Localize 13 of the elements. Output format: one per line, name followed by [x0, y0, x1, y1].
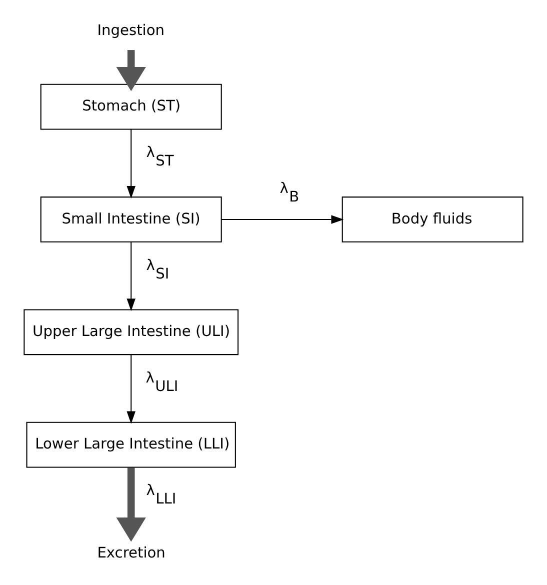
node-box: Body fluids — [342, 196, 524, 242]
node-text: Excretion — [97, 544, 166, 562]
arrow — [116, 468, 146, 542]
node-box: Upper Large Intestine (ULI) — [24, 309, 239, 356]
node-text: Ingestion — [97, 22, 165, 40]
arrow — [126, 354, 136, 424]
arrow — [116, 50, 146, 92]
node-box: Lower Large Intestine (LLI) — [26, 422, 236, 468]
node-box: Small Intestine (SI) — [40, 196, 222, 242]
node-box: Stomach (ST) — [40, 84, 222, 130]
arrow — [126, 242, 136, 312]
arrow — [126, 129, 136, 198]
arrow — [222, 215, 344, 224]
